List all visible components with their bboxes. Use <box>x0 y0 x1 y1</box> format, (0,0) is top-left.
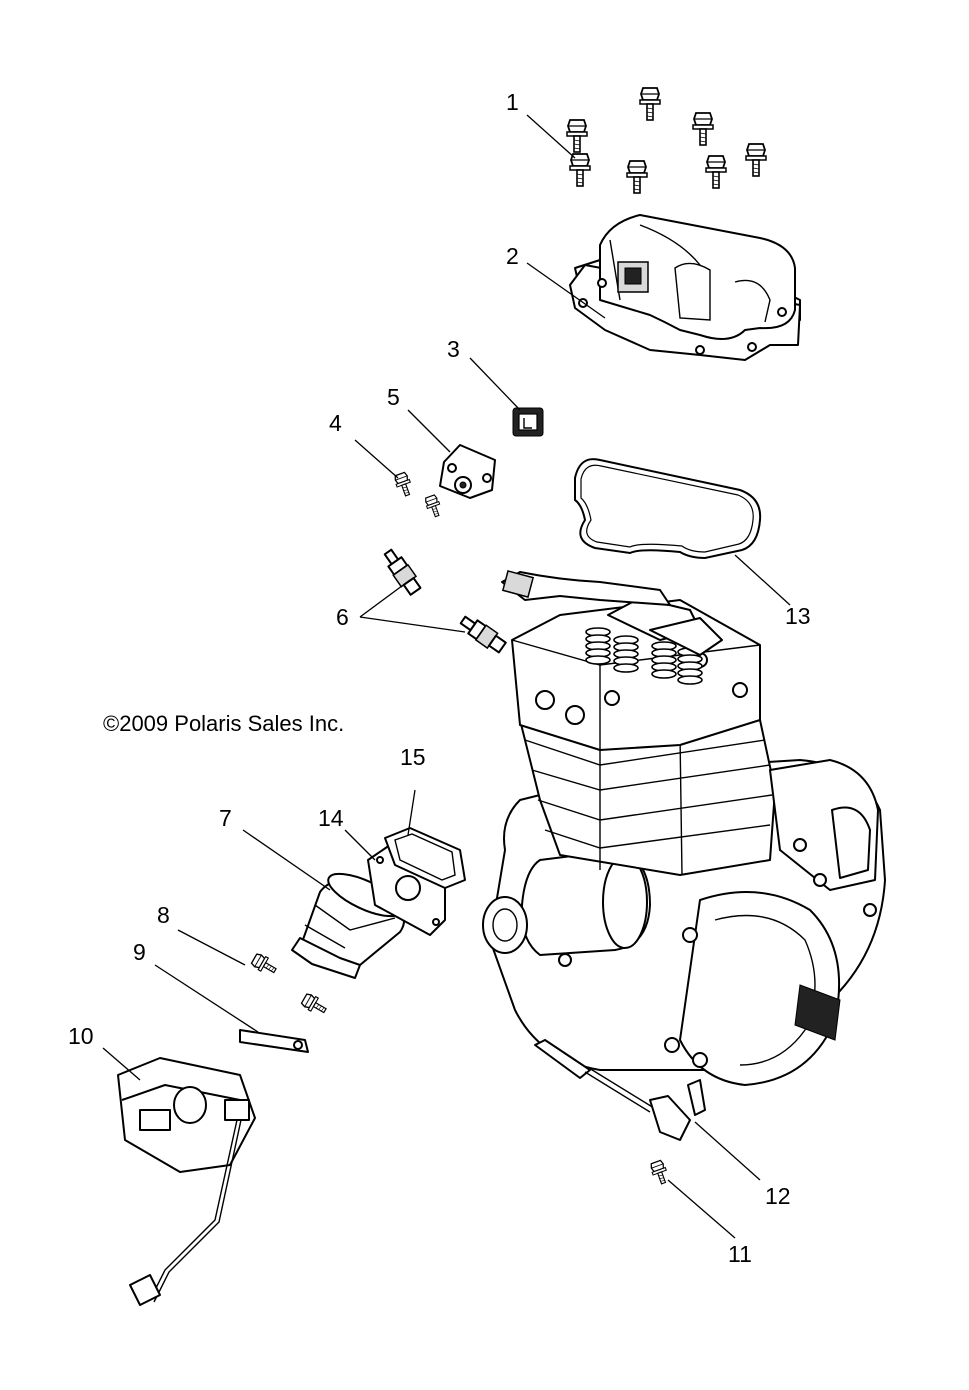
callout-14: 14 <box>318 805 344 831</box>
callout-11: 11 <box>728 1241 752 1267</box>
engine-assembly <box>482 570 886 1086</box>
grommet <box>512 407 544 437</box>
sensor-screw <box>648 1159 671 1187</box>
pin <box>239 1029 309 1053</box>
callout-9: 9 <box>133 939 146 965</box>
screws <box>392 471 444 519</box>
leader-lines <box>102 114 791 1239</box>
cover-gasket <box>574 458 762 560</box>
callout-7: 7 <box>219 805 232 831</box>
callout-labels: 1 2 3 4 5 6 7 8 9 10 11 12 13 14 15 <box>68 89 811 1267</box>
callout-5: 5 <box>387 384 400 410</box>
callout-2: 2 <box>506 243 519 269</box>
callout-10: 10 <box>68 1023 94 1049</box>
callout-15: 15 <box>400 744 426 770</box>
cover-bolts <box>566 87 767 194</box>
flange-gasket <box>384 827 466 889</box>
callout-1: 1 <box>506 89 519 115</box>
copyright-notice: ©2009 Polaris Sales Inc. <box>103 711 344 736</box>
sensor <box>439 444 496 499</box>
callout-12: 12 <box>765 1183 791 1209</box>
callout-6: 6 <box>336 604 349 630</box>
spark-plugs <box>383 548 507 654</box>
throttle-body <box>117 1057 256 1306</box>
speed-sensor <box>534 1039 706 1141</box>
valve-cover <box>569 214 801 361</box>
callout-8: 8 <box>157 902 170 928</box>
callout-4: 4 <box>329 410 342 436</box>
callout-13: 13 <box>785 603 811 629</box>
callout-3: 3 <box>447 336 460 362</box>
